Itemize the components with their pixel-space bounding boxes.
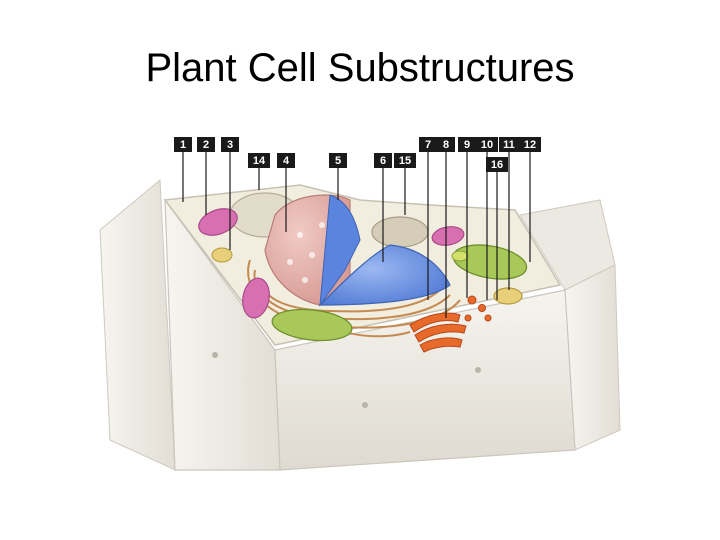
svg-text:2: 2	[203, 139, 209, 151]
label-8: 8	[437, 137, 455, 152]
label-1: 1	[174, 137, 192, 152]
svg-text:3: 3	[227, 139, 233, 151]
label-9: 9	[458, 137, 476, 152]
svg-text:9: 9	[464, 139, 470, 151]
label-14: 14	[248, 153, 270, 168]
label-boxes: 1 2 3 14 4 5 6 15	[174, 137, 541, 172]
label-12: 12	[519, 137, 541, 152]
label-4: 4	[277, 153, 295, 168]
label-11: 11	[499, 137, 519, 152]
svg-text:11: 11	[503, 139, 515, 151]
svg-text:16: 16	[491, 159, 503, 171]
label-15: 15	[394, 153, 416, 168]
small-vesicle	[212, 248, 232, 262]
svg-text:6: 6	[380, 155, 386, 167]
svg-text:5: 5	[335, 155, 341, 167]
label-6: 6	[374, 153, 392, 168]
label-7: 7	[419, 137, 437, 152]
svg-text:12: 12	[524, 139, 536, 151]
label-10: 10	[476, 137, 498, 152]
label-2: 2	[197, 137, 215, 152]
svg-text:7: 7	[425, 139, 431, 151]
svg-text:14: 14	[253, 155, 266, 167]
peroxisome	[494, 288, 522, 304]
svg-text:8: 8	[443, 139, 449, 151]
svg-text:4: 4	[283, 155, 290, 167]
label-3: 3	[221, 137, 239, 152]
label-5: 5	[329, 153, 347, 168]
svg-text:1: 1	[180, 139, 186, 151]
svg-text:10: 10	[481, 139, 493, 151]
svg-text:15: 15	[399, 155, 411, 167]
label-16: 16	[486, 157, 508, 172]
